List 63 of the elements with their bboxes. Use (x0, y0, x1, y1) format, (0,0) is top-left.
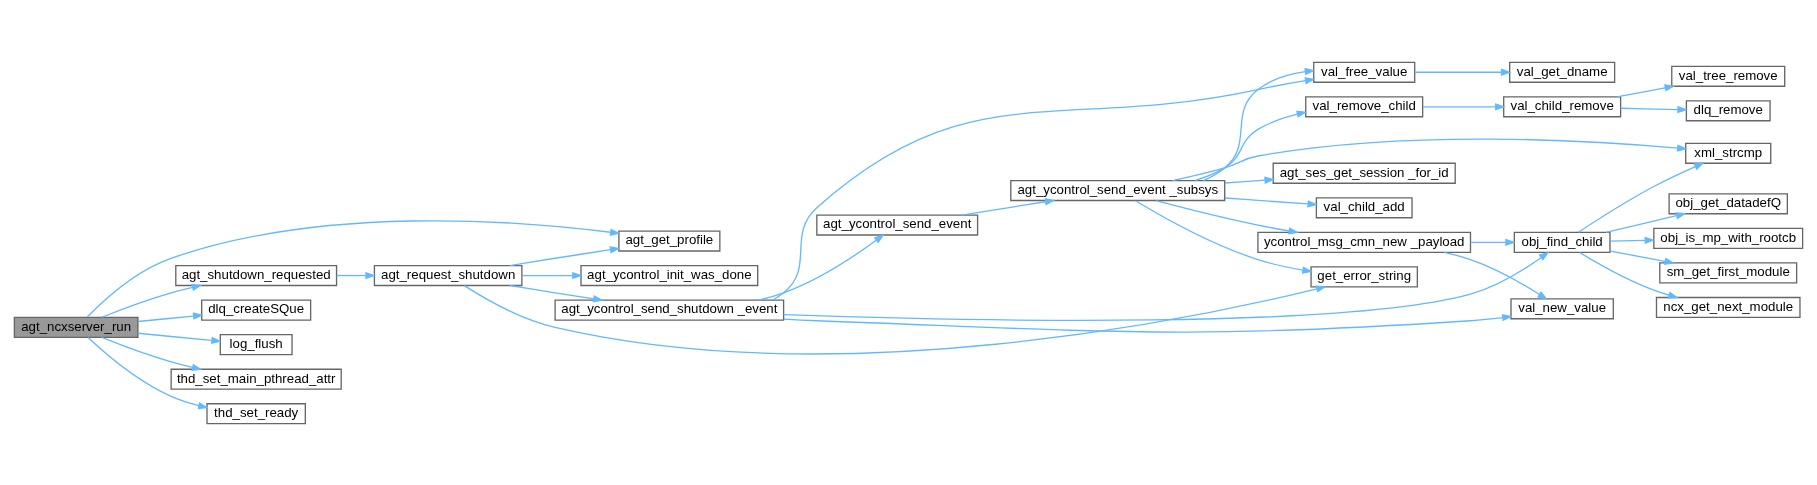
arrow (1155, 199, 1300, 235)
arrow (1609, 236, 1656, 244)
arrow (1578, 251, 1679, 299)
arrow (1171, 137, 1688, 181)
arrow (101, 283, 203, 318)
arrow (1224, 176, 1276, 184)
arrow (772, 76, 1316, 301)
node-box: agt_ycontrol_send_event _subsys (1010, 179, 1226, 201)
arrow (86, 219, 621, 318)
node-box: get_error_string (1310, 265, 1418, 287)
arrow (758, 233, 885, 301)
node-box: ncx_get_next_module (1655, 296, 1801, 318)
arrow (521, 271, 583, 279)
node-box: val_free_value (1313, 61, 1416, 83)
arrow (1577, 162, 1705, 233)
arrow (1224, 196, 1319, 208)
arrow (1609, 249, 1676, 265)
node-box: agt_ncxserver_run (13, 316, 139, 338)
arrow (783, 251, 1550, 321)
node-box: val_child_add (1315, 196, 1413, 218)
arrow (783, 313, 1513, 333)
node-box: thd_set_main_pthread_attr (170, 368, 342, 390)
arrow (1605, 211, 1687, 233)
node-box: log_flush (219, 333, 293, 355)
arrow (1134, 199, 1313, 274)
arrow (1469, 238, 1516, 246)
arrow (960, 197, 1056, 216)
node-box: obj_find_child (1513, 231, 1611, 253)
arrow (1202, 67, 1316, 181)
node-box: xml_strcmp (1685, 142, 1772, 164)
arrow (87, 336, 209, 409)
node-box: agt_ycontrol_send_shutdown _event (554, 298, 785, 321)
arrow (509, 284, 604, 302)
arrow (137, 332, 222, 344)
arrow (1616, 83, 1676, 97)
arrow (509, 245, 621, 266)
node-box: val_child_remove (1503, 95, 1622, 117)
arrow (101, 336, 203, 371)
node-box: val_new_value (1510, 297, 1614, 319)
node-box: dlq_remove (1685, 99, 1771, 121)
arrow (1443, 251, 1548, 300)
node-box: agt_ycontrol_send_event (816, 213, 979, 236)
node-box: agt_ycontrol_init_was_done (580, 264, 759, 286)
node-box: obj_get_datadefQ (1668, 192, 1788, 214)
node-box: sm_get_first_module (1659, 261, 1798, 284)
node-box: val_get_dname (1509, 61, 1616, 83)
node-box: agt_get_profile (618, 229, 721, 252)
arrow (1414, 68, 1512, 76)
node-box: thd_set_ready (206, 402, 306, 424)
node-box: val_tree_remove (1671, 65, 1786, 87)
arrow (1194, 110, 1308, 181)
arrow (1619, 105, 1688, 113)
arrow (1422, 102, 1506, 111)
node-box: val_remove_child (1305, 95, 1424, 117)
arrow (137, 311, 204, 322)
node-box: dlq_createSQue (201, 298, 312, 321)
node-box: agt_shutdown_requested (175, 264, 338, 286)
node-box: obj_is_mp_with_rootcb (1653, 227, 1804, 249)
node-box: ycontrol_msg_cmn_new _payload (1257, 231, 1472, 253)
node-box: agt_request_shutdown (373, 264, 523, 286)
node-box: agt_ses_get_session _for_id (1272, 162, 1456, 184)
arrow (463, 284, 1327, 354)
arrow (336, 271, 376, 279)
